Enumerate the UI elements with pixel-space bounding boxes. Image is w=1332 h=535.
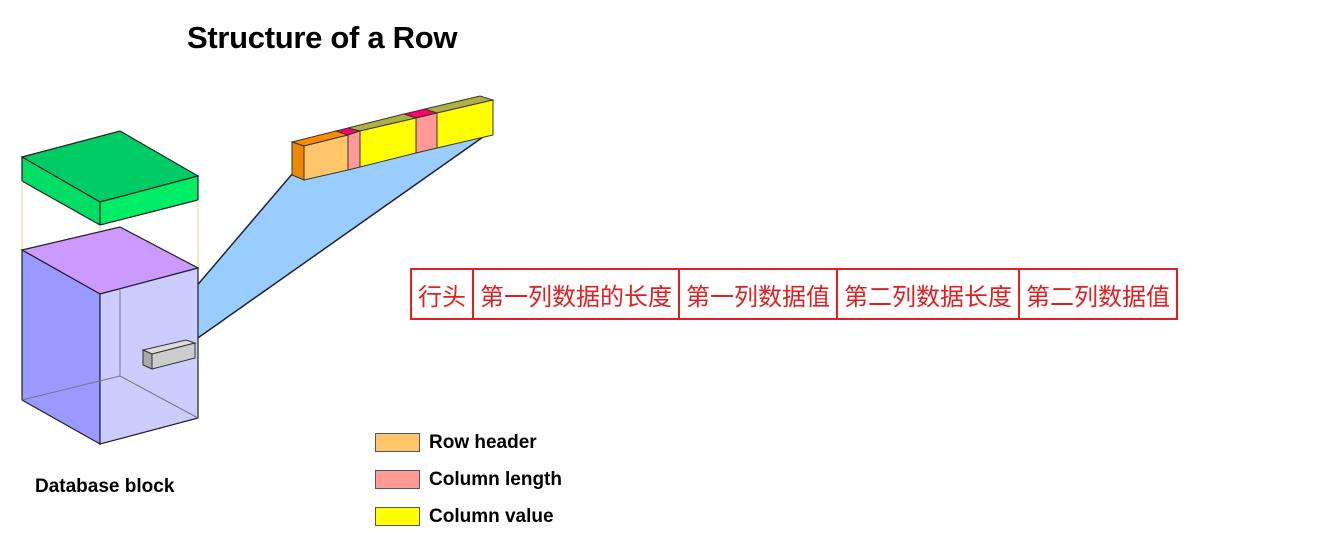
enlarged-row [290,95,495,181]
legend: Row header Column length Column value [375,424,562,535]
row-segment-table: 行头 第一列数据的长度 第一列数据值 第二列数据长度 第二列数据值 [410,268,1178,320]
legend-label: Column value [429,505,554,527]
segment-col1-value: 第一列数据值 [678,268,838,320]
database-block-label: Database block [35,476,175,497]
legend-item-row-header: Row header [375,424,562,461]
block-top-slab [20,130,200,227]
segment-col2-length: 第二列数据长度 [836,268,1020,320]
legend-swatch [375,433,420,452]
legend-item-column-value: Column value [375,498,562,535]
legend-label: Column length [429,468,562,490]
segment-row-header: 行头 [410,268,474,320]
segment-col2-value: 第二列数据值 [1018,268,1178,320]
legend-swatch [375,470,420,489]
legend-label: Row header [429,431,537,453]
diagram-title: Structure of a Row [187,20,458,55]
legend-item-column-length: Column length [375,461,562,498]
block-row-marker [141,339,197,370]
block-body [20,226,200,446]
legend-swatch [375,507,420,526]
segment-col1-length: 第一列数据的长度 [472,268,680,320]
